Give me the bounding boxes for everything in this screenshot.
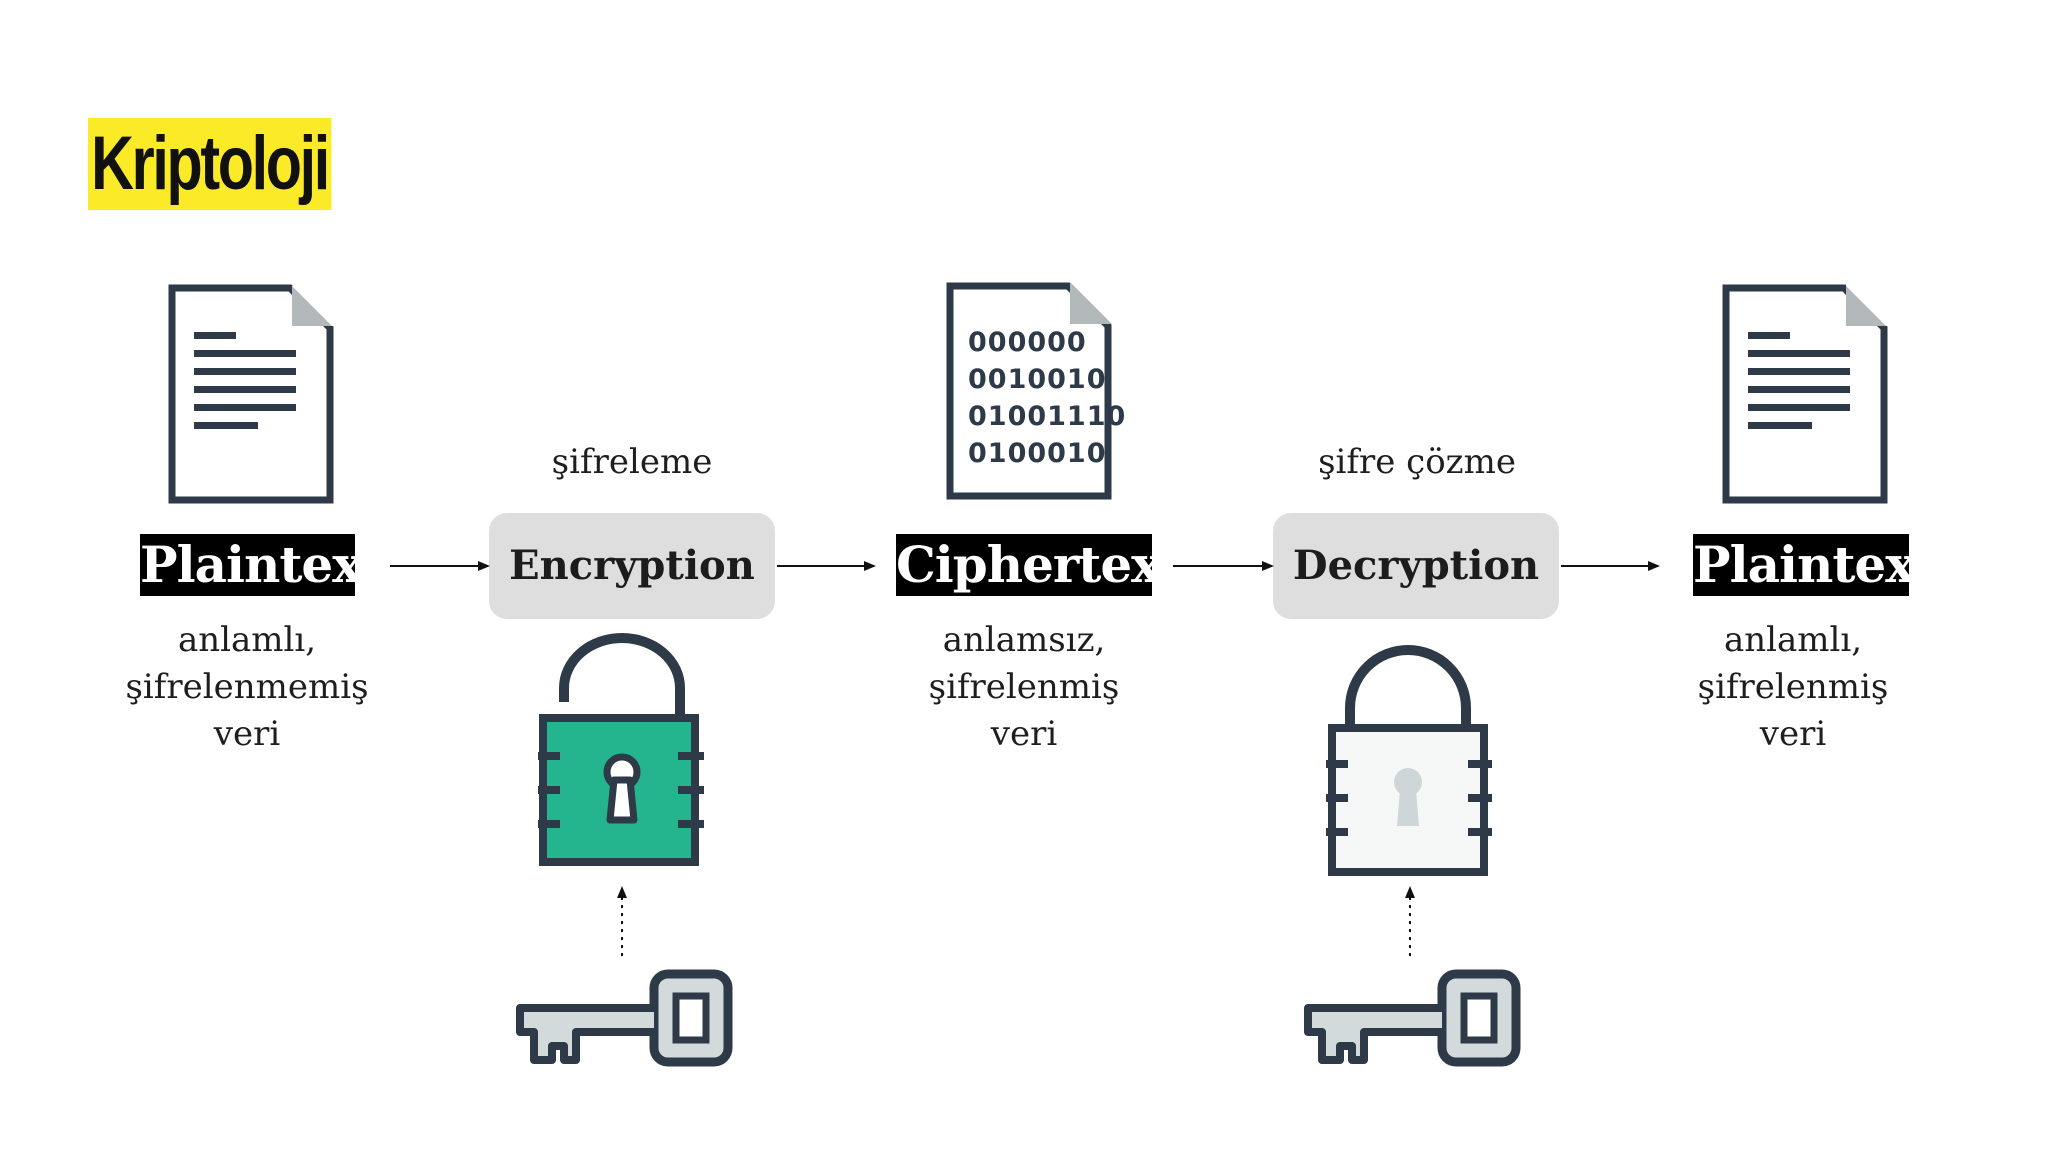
- decryption-box: Decryption: [1273, 513, 1559, 619]
- binary-line: 0010010: [968, 364, 1107, 395]
- binary-line: 01001110: [968, 401, 1127, 432]
- document-icon: [168, 284, 334, 504]
- page-title: Kriptoloji: [88, 118, 331, 210]
- locked-padlock-icon: [1326, 645, 1492, 876]
- plaintext-term: Plaintext: [140, 534, 355, 596]
- desc-line: şifrelenmiş: [928, 667, 1120, 707]
- ciphertext-term: Ciphertext: [896, 534, 1152, 596]
- desc-line: veri: [213, 714, 281, 754]
- encryption-box: Encryption: [489, 513, 775, 619]
- plaintext-description: anlamlı, şifrelenmemiş veri: [107, 617, 387, 758]
- decryption-label: şifre çözme: [1318, 442, 1516, 482]
- desc-line: anlamsız,: [942, 620, 1106, 660]
- plaintext-term: Plaintext: [1693, 534, 1909, 596]
- key-icon: [516, 969, 733, 1067]
- unlocked-padlock-icon: [538, 633, 704, 866]
- desc-line: anlamlı,: [1723, 620, 1863, 660]
- desc-line: şifrelenmiş: [1697, 667, 1889, 707]
- ciphertext-description: anlamsız, şifrelenmiş veri: [884, 617, 1164, 758]
- desc-line: anlamlı,: [177, 620, 317, 660]
- binary-line: 0100010: [968, 438, 1107, 469]
- plaintext-description: anlamlı, şifrelenmiş veri: [1653, 617, 1933, 758]
- desc-line: şifrelenmemiş: [125, 667, 369, 707]
- desc-line: veri: [1759, 714, 1827, 754]
- encryption-label: şifreleme: [551, 442, 713, 482]
- binary-document-icon: 000000 0010010 01001110 0100010: [946, 282, 1125, 500]
- binary-line: 000000: [968, 327, 1087, 358]
- desc-line: veri: [990, 714, 1058, 754]
- document-icon: [1722, 284, 1890, 504]
- key-icon: [1304, 969, 1521, 1067]
